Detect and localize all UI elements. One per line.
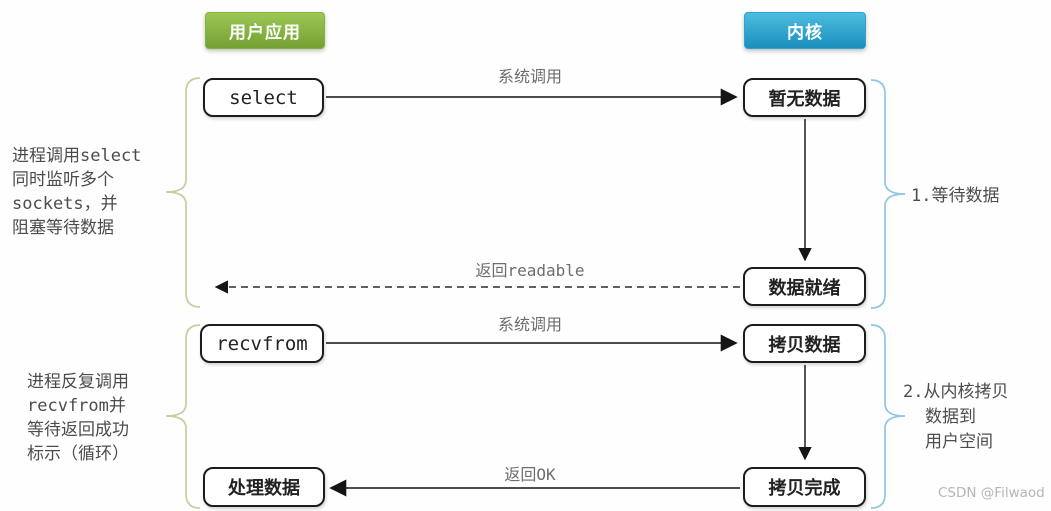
no-data-label: 暂无数据: [768, 88, 841, 110]
note-line: 数据到: [925, 407, 976, 427]
copy-data-box: 拷贝数据: [743, 324, 866, 363]
note-line: 2.从内核拷贝: [903, 382, 1009, 402]
kernel-label: 内核: [787, 23, 823, 43]
kernel-header: 内核: [744, 12, 866, 49]
syscall-recvfrom-label: 系统调用: [497, 315, 562, 334]
note-line: 标示（循环）: [27, 444, 129, 464]
note-line: 用户空间: [925, 432, 993, 452]
recvfrom-box-label: recvfrom: [216, 332, 308, 355]
note-line: 进程调用select: [12, 146, 142, 166]
process-data-label: 处理数据: [228, 478, 300, 499]
copy-done-label: 拷贝完成: [768, 478, 841, 499]
csdn-watermark: CSDN @Filwaod: [938, 485, 1045, 501]
copy-done-box: 拷贝完成: [743, 467, 866, 507]
user-application-label: 用户应用: [229, 23, 301, 43]
syscall-select-label: 系统调用: [497, 67, 562, 86]
return-readable-label: 返回readable: [475, 261, 585, 280]
recvfrom-box: recvfrom: [200, 324, 324, 363]
right-brace-wait-phase: [870, 79, 906, 309]
data-ready-label: 数据就绪: [768, 277, 841, 299]
note-line: 阻塞等待数据: [12, 218, 114, 238]
note-line: recvfrom并: [27, 396, 126, 416]
left-brace-select-phase: [165, 77, 201, 308]
note-line: sockets，并: [12, 194, 118, 214]
note-line: 等待返回成功: [27, 420, 129, 440]
note-line: 进程反复调用: [27, 372, 129, 392]
no-data-box: 暂无数据: [743, 78, 866, 117]
copy-data-label: 拷贝数据: [768, 334, 841, 356]
note-select-behavior: 进程调用select 同时监听多个 sockets，并 阻塞等待数据: [12, 144, 141, 240]
return-ok-label: 返回OK: [504, 465, 556, 484]
user-application-header: 用户应用: [205, 12, 325, 49]
note-copy-to-user: 2.从内核拷贝 数据到 用户空间: [903, 380, 1008, 455]
data-ready-box: 数据就绪: [743, 267, 866, 306]
process-data-box: 处理数据: [203, 467, 325, 507]
select-box: select: [203, 78, 324, 117]
right-brace-copy-phase: [870, 324, 906, 509]
note-line: 同时监听多个: [12, 170, 114, 190]
note-wait-data: 1.等待数据: [911, 186, 1000, 206]
note-recvfrom-behavior: 进程反复调用 recvfrom并 等待返回成功 标示（循环）: [27, 370, 129, 466]
select-box-label: select: [229, 86, 298, 109]
left-brace-recvfrom-phase: [165, 324, 201, 509]
